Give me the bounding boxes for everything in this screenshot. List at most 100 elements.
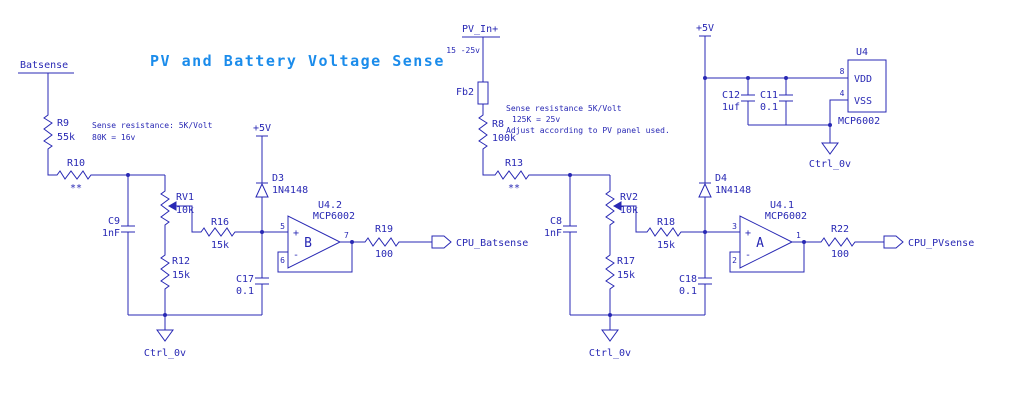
ground-pv[interactable]: Ctrl_0v	[589, 329, 631, 359]
r18-value-label: 15k	[657, 240, 675, 251]
ground-label: Ctrl_0v	[589, 348, 631, 359]
rv1-ref-label: RV1	[176, 192, 194, 203]
resistor-symbol	[491, 170, 537, 180]
ferrite-bead-fb2[interactable]: Fb2	[456, 81, 489, 105]
potentiometer-rv1[interactable]: RV1 10k	[160, 187, 194, 229]
ic-u4-power[interactable]: VDD VSS 8 4 U4 MCP6002	[838, 47, 887, 127]
resistor-r22[interactable]: R22 100	[817, 224, 863, 260]
capacitor-symbol	[120, 225, 136, 233]
u4-ref-label: U4	[856, 47, 868, 58]
c17-ref-label: C17	[236, 274, 254, 285]
capacitor-c12[interactable]: C12 1uf	[722, 90, 756, 113]
pv-input-range-label: 15 -25v	[446, 46, 480, 55]
junction-dot	[260, 230, 264, 234]
r19-ref-label: R19	[375, 224, 393, 235]
resistor-r19[interactable]: R19 100	[361, 224, 407, 260]
capacitor-c8[interactable]: C8 1nF	[544, 216, 578, 239]
u4-2-ref-label: U4.2	[318, 200, 342, 211]
power-5v-main[interactable]: +5V	[696, 23, 714, 37]
capacitor-c11[interactable]: C11 0.1	[760, 90, 794, 113]
c18-ref-label: C18	[679, 274, 697, 285]
resistor-r17[interactable]: R17 15k	[605, 251, 635, 293]
wires-pv-circuit	[462, 36, 884, 330]
c8-ref-label: C8	[550, 216, 562, 227]
r18-ref-label: R18	[657, 217, 675, 228]
note-batsense-2: 80K = 16v	[92, 133, 136, 142]
r22-value-label: 100	[831, 249, 849, 260]
d4-ref-label: D4	[715, 173, 727, 184]
capacitor-symbol	[562, 225, 578, 233]
pin-number-6: 6	[280, 256, 285, 265]
r13-value-label: **	[508, 183, 520, 194]
note-pv-2: 125K = 25v	[512, 115, 560, 124]
ground-label: Ctrl_0v	[144, 348, 186, 359]
d3-ref-label: D3	[272, 173, 284, 184]
net-flag-cpu-pvsense[interactable]: CPU_PVsense	[883, 235, 974, 249]
ground-icon	[156, 329, 174, 342]
vdd-pin-label: VDD	[854, 74, 872, 85]
note-pv-1: Sense resistance 5K/Volt	[506, 104, 622, 113]
c8-value-label: 1nF	[544, 228, 562, 239]
junction-dot	[802, 240, 806, 244]
pin-number-1: 1	[796, 231, 801, 240]
diode-d4[interactable]: D4 1N4148	[698, 173, 751, 198]
note-batsense-1: Sense resistance: 5K/Volt	[92, 121, 213, 130]
resistor-r12[interactable]: R12 15k	[160, 251, 190, 293]
net-label-batsense: Batsense	[20, 60, 68, 71]
opamp-u4-1[interactable]: + - A 3 2 1 U4.1 MCP6002	[732, 200, 807, 269]
resistor-symbol	[605, 187, 615, 229]
diode-symbol	[255, 182, 269, 198]
wiper-arrow-icon	[167, 201, 177, 211]
resistor-symbol	[361, 237, 407, 247]
r8-ref-label: R8	[492, 119, 504, 130]
resistor-r9[interactable]: R9 55k	[43, 111, 75, 153]
port-arrow-icon	[431, 235, 452, 249]
d4-value-label: 1N4148	[715, 185, 751, 196]
u4-1-ref-label: U4.1	[770, 200, 794, 211]
r17-value-label: 15k	[617, 270, 635, 281]
c9-value-label: 1nF	[102, 228, 120, 239]
capacitor-c9[interactable]: C9 1nF	[102, 216, 136, 239]
junction-dot	[126, 173, 130, 177]
resistor-symbol	[197, 227, 243, 237]
diode-d3[interactable]: D3 1N4148	[255, 173, 308, 198]
opamp-triangle	[739, 215, 794, 269]
ground-icon	[601, 329, 619, 342]
resistor-r18[interactable]: R18 15k	[643, 217, 689, 251]
pin-number-7: 7	[344, 231, 349, 240]
r9-ref-label: R9	[57, 118, 69, 129]
u4-2-part-label: MCP6002	[313, 211, 355, 222]
pin-number-2: 2	[732, 256, 737, 265]
r12-ref-label: R12	[172, 256, 190, 267]
schematic-title: PV and Battery Voltage Sense	[150, 52, 445, 70]
rv2-ref-label: RV2	[620, 192, 638, 203]
capacitor-c18[interactable]: C18 0.1	[679, 274, 713, 297]
r12-value-label: 15k	[172, 270, 190, 281]
r16-value-label: 15k	[211, 240, 229, 251]
resistor-r8[interactable]: R8 100k	[478, 111, 516, 153]
ground-battery[interactable]: Ctrl_0v	[144, 329, 186, 359]
net-flag-cpu-batsense[interactable]: CPU_Batsense	[431, 235, 528, 249]
resistor-r10[interactable]: R10 **	[53, 158, 99, 194]
potentiometer-rv2[interactable]: RV2 10k	[605, 187, 638, 229]
junction-dot	[828, 123, 832, 127]
rv1-value-label: 10k	[176, 205, 194, 216]
r8-value-label: 100k	[492, 133, 516, 144]
power-5v-battery[interactable]: +5V	[253, 123, 271, 137]
opamp-u4-2[interactable]: + - B 5 6 7 U4.2 MCP6002	[280, 200, 355, 269]
plus-input-sign: +	[745, 228, 751, 239]
capacitor-c17[interactable]: C17 0.1	[236, 274, 270, 297]
resistor-r13[interactable]: R13 **	[491, 158, 537, 194]
vcc-label: +5V	[253, 123, 271, 134]
minus-input-sign: -	[745, 250, 751, 261]
pin-number-8: 8	[840, 67, 845, 76]
wires-power-block	[705, 77, 848, 143]
r13-ref-label: R13	[505, 158, 523, 169]
r9-value-label: 55k	[57, 132, 75, 143]
resistor-r16[interactable]: R16 15k	[197, 217, 243, 251]
r16-ref-label: R16	[211, 217, 229, 228]
r19-value-label: 100	[375, 249, 393, 260]
ground-power-block[interactable]: Ctrl_0v	[809, 142, 851, 170]
